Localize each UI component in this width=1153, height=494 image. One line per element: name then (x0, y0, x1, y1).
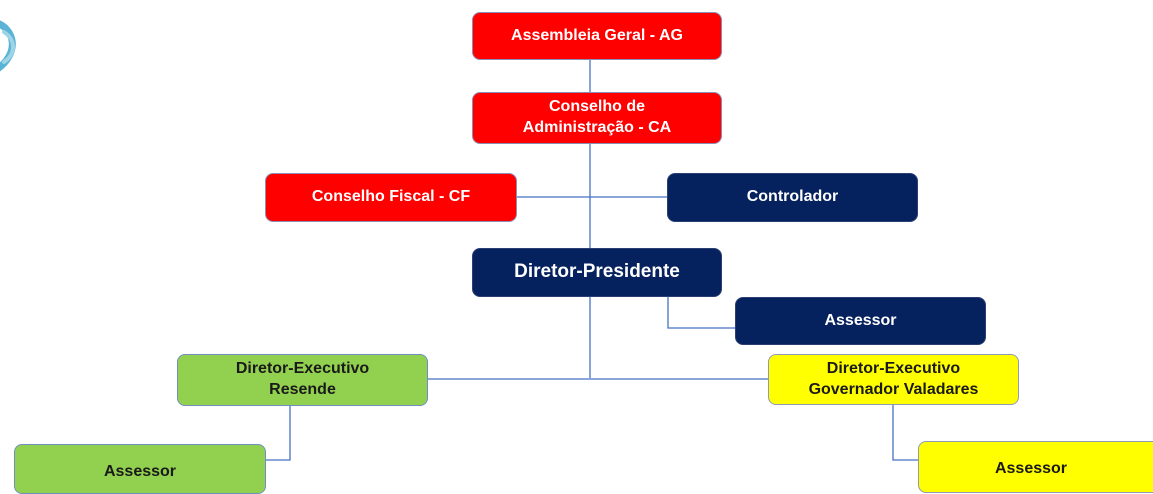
diretor-resende-line-2: Resende (269, 381, 336, 398)
assessor-resende-box: Assessor (14, 444, 266, 494)
diretor-valadares-line-1: Diretor-Executivo (826, 359, 961, 377)
conselho-fiscal-label: Conselho Fiscal - CF (311, 188, 471, 206)
diretor-resende-box: Diretor-Executivo Resende (177, 354, 428, 406)
diretor-valadares-line-2: Governador Valadares (808, 380, 979, 398)
conselho-administracao-line-2: Administração - CA (522, 119, 672, 136)
company-logo (0, 20, 16, 72)
diretor-valadares-label: Diretor-Executivo Governador Valadares (809, 359, 979, 401)
diretor-valadares-box: Diretor-Executivo Governador Valadares (768, 354, 1019, 405)
assessor-presidente-label: Assessor (824, 311, 897, 329)
controlador-label: Controlador (746, 188, 839, 206)
controlador-box: Controlador (667, 173, 918, 222)
assessor-valadares-label: Assessor (994, 459, 1068, 477)
assembleia-geral-label: Assembleia Geral - AG (511, 26, 683, 44)
assessor-resende-label: Assessor (103, 462, 177, 480)
conselho-administracao-label: Conselho de Administração - CA (523, 97, 671, 139)
conselho-administracao-line-1: Conselho de (548, 98, 645, 116)
diretor-resende-label: Diretor-Executivo Resende (236, 359, 369, 401)
assessor-presidente-box: Assessor (735, 297, 986, 345)
diretor-resende-line-1: Diretor-Executivo (235, 360, 370, 378)
conselho-administracao-box: Conselho de Administração - CA (472, 92, 722, 144)
diretor-presidente-box: Diretor-Presidente (472, 248, 722, 297)
assembleia-geral-box: Assembleia Geral - AG (472, 12, 722, 60)
diretor-presidente-label: Diretor-Presidente (514, 261, 680, 283)
conselho-fiscal-box: Conselho Fiscal - CF (265, 173, 517, 222)
assessor-valadares-box: Assessor (918, 441, 1153, 493)
